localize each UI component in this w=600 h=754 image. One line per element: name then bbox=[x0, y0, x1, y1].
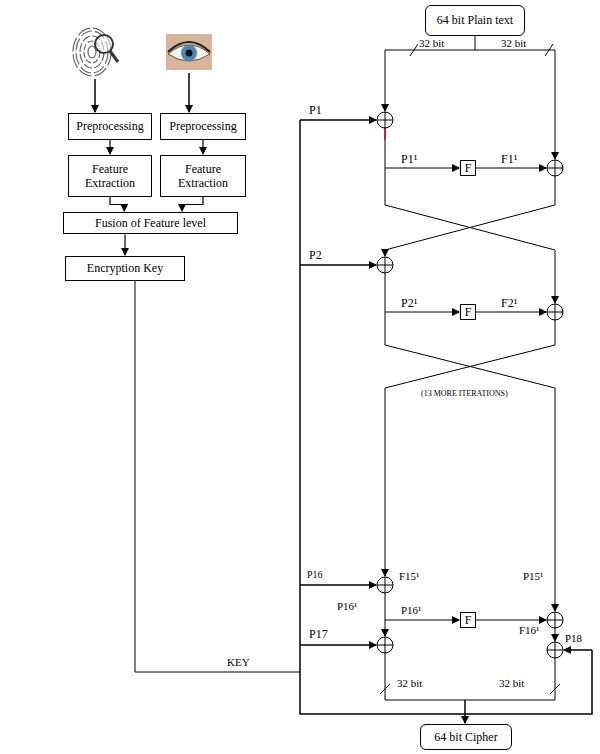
data-arrow bbox=[385, 168, 459, 169]
signal-label: F1¹ bbox=[500, 153, 518, 166]
node-text: Preprocessing bbox=[169, 119, 236, 133]
signal-label: 32 bit bbox=[418, 37, 445, 49]
signal-label: P16¹ bbox=[400, 604, 422, 616]
node-text: F bbox=[465, 613, 472, 627]
subkey-arrow bbox=[300, 644, 376, 646]
node-text: Preprocessing bbox=[76, 119, 143, 133]
data-arrow bbox=[476, 312, 546, 313]
function-box: F bbox=[460, 612, 476, 628]
node-text: Encryption Key bbox=[87, 261, 163, 275]
signal-label: P15¹ bbox=[522, 570, 544, 582]
xor-symbol bbox=[377, 637, 393, 653]
subkey-arrow bbox=[300, 264, 376, 266]
eye-iris bbox=[181, 45, 197, 61]
data-arrow bbox=[555, 388, 556, 611]
node-text: F bbox=[465, 161, 472, 175]
flow-arrow bbox=[110, 197, 124, 211]
data-arrow bbox=[385, 620, 459, 621]
xor-symbol bbox=[547, 160, 563, 176]
node-text: Feature Extraction bbox=[166, 162, 240, 191]
data-arrow bbox=[555, 250, 556, 303]
icon-arrow bbox=[188, 73, 190, 112]
signal-label: F15¹ bbox=[398, 570, 420, 582]
magnifier-handle bbox=[110, 51, 118, 62]
signal-label: KEY bbox=[226, 656, 251, 668]
xor-symbols bbox=[377, 112, 563, 658]
signal-label: P2 bbox=[308, 249, 323, 262]
process-box: Feature Extraction bbox=[160, 155, 246, 197]
data-arrow bbox=[464, 700, 466, 723]
signal-label: P17 bbox=[308, 628, 329, 641]
xor-symbol bbox=[377, 257, 393, 273]
function-box: F bbox=[460, 160, 476, 176]
signal-label: P1 bbox=[308, 104, 323, 117]
icon-arrow bbox=[94, 79, 96, 112]
data-line bbox=[385, 128, 386, 205]
xor-symbol bbox=[547, 612, 563, 628]
node-text: Feature Extraction bbox=[74, 162, 146, 191]
fingerprint-icon bbox=[73, 28, 118, 76]
process-box: Preprocessing bbox=[160, 113, 246, 140]
eye-pupil bbox=[186, 50, 193, 57]
swap-cross bbox=[385, 345, 555, 388]
process-box: Preprocessing bbox=[68, 113, 152, 140]
flow-arrow bbox=[182, 197, 203, 211]
signal-label: F16¹ bbox=[518, 624, 540, 636]
node-text: 64 bit Cipher bbox=[434, 730, 497, 744]
output-merge bbox=[385, 653, 555, 700]
signal-label: P16¹ bbox=[336, 600, 358, 612]
eye-skin bbox=[166, 34, 212, 70]
data-arrow bbox=[385, 388, 386, 576]
data-line bbox=[555, 320, 556, 345]
subkey-arrow bbox=[300, 584, 376, 586]
terminal-box: 64 bit Plain text bbox=[425, 5, 525, 36]
terminal-box: 64 bit Cipher bbox=[420, 724, 512, 750]
subkey-arrow bbox=[300, 119, 376, 121]
function-box: F bbox=[460, 304, 476, 320]
flow-arrow bbox=[202, 140, 203, 154]
signal-label: 32 bit bbox=[498, 677, 525, 689]
signal-label: P2¹ bbox=[400, 297, 418, 310]
data-line bbox=[385, 273, 386, 345]
flow-arrow bbox=[109, 140, 110, 154]
signal-label: P1¹ bbox=[400, 153, 418, 166]
signal-label: 32 bit bbox=[396, 677, 423, 689]
magnifier-lens bbox=[95, 35, 113, 53]
data-arrow bbox=[555, 50, 556, 159]
eye-icon bbox=[166, 34, 212, 70]
data-arrow bbox=[385, 312, 459, 313]
signal-label: F2¹ bbox=[500, 297, 518, 310]
xor-symbol bbox=[547, 304, 563, 320]
xor-symbol bbox=[377, 577, 393, 593]
signal-label: P16 bbox=[306, 569, 324, 580]
signal-label: P18 bbox=[564, 632, 583, 644]
xor-symbol bbox=[377, 112, 393, 128]
xor-symbol bbox=[547, 642, 563, 658]
node-text: 64 bit Plain text bbox=[437, 13, 513, 27]
signal-label: 32 bit bbox=[500, 37, 527, 49]
split-line bbox=[385, 36, 555, 50]
data-arrow bbox=[385, 50, 386, 111]
subkey-arrow bbox=[564, 649, 592, 651]
key-bus bbox=[300, 120, 592, 714]
process-box: Feature Extraction bbox=[68, 155, 152, 197]
eye-lashes bbox=[168, 42, 210, 52]
data-arrow bbox=[385, 593, 386, 636]
data-arrow bbox=[476, 620, 546, 621]
node-text: Fusion of Feature level bbox=[95, 216, 206, 230]
process-box: Encryption Key bbox=[65, 256, 185, 281]
key-line bbox=[135, 281, 300, 672]
data-arrow bbox=[555, 628, 556, 641]
swap-cross bbox=[385, 205, 555, 250]
data-arrow bbox=[385, 250, 386, 256]
node-text: F bbox=[465, 305, 472, 319]
process-box: Fusion of Feature level bbox=[63, 212, 238, 234]
data-line bbox=[555, 176, 556, 205]
flow-arrow bbox=[124, 234, 125, 255]
data-arrow bbox=[476, 168, 546, 169]
red-tick bbox=[384, 128, 385, 140]
signal-label: (13 MORE ITERATIONS) bbox=[420, 390, 509, 399]
